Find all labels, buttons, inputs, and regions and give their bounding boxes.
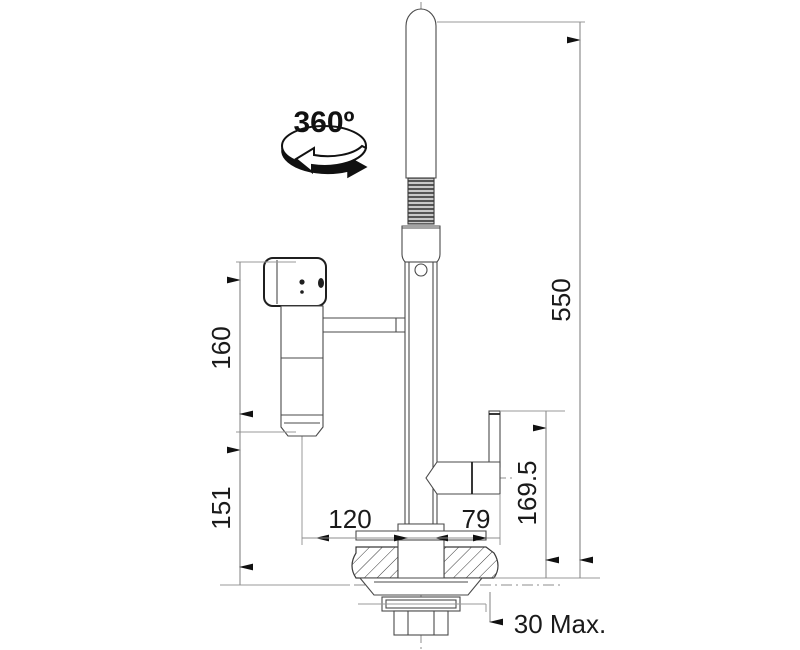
spray-head-top-shell <box>263 257 327 307</box>
dim-169-5-label: 169.5 <box>512 460 542 525</box>
mounting-nut-body <box>393 610 449 636</box>
lever-handle-hub <box>425 461 501 495</box>
dim-120-label: 120 <box>328 504 371 534</box>
dim-30-max-label: 30 Max. <box>514 609 607 639</box>
spray-head-button-upper <box>299 279 305 285</box>
dimension-30-max: 30 Max. <box>489 592 607 639</box>
dimension-169-5: 169.5 <box>512 411 559 578</box>
spray-head-button-lower <box>300 290 304 294</box>
dim-79-label: 79 <box>462 504 491 534</box>
dimension-79: 79 <box>421 504 500 542</box>
threaded-hose-collar <box>407 177 435 225</box>
faucet-shank <box>397 539 445 581</box>
spray-head-barrel <box>280 305 324 437</box>
countertop-section-right <box>443 546 499 579</box>
dim-160-label: 160 <box>206 326 236 369</box>
circular-rotation-arrow-icon <box>280 125 368 179</box>
rotation-badge: 360º <box>280 106 368 179</box>
dimension-120: 120 <box>302 504 421 542</box>
spray-head-side-button <box>318 278 324 288</box>
extension-lines <box>220 21 600 612</box>
dim-550-label: 550 <box>546 278 576 321</box>
lever-handle-bar <box>488 410 501 468</box>
dimension-550: 550 <box>546 22 593 578</box>
faucet-assembly <box>263 8 501 636</box>
mounting-bracket <box>358 577 484 596</box>
vertical-spout-tube <box>405 8 437 179</box>
body-detail-hole <box>414 263 428 277</box>
countertop-section-left <box>351 546 399 579</box>
rotation-badge-label: 360º <box>293 106 354 139</box>
dim-151-label: 151 <box>206 486 236 529</box>
dimension-151: 151 <box>206 432 253 585</box>
dimension-160: 160 <box>206 262 253 432</box>
swivel-joint <box>401 225 441 266</box>
